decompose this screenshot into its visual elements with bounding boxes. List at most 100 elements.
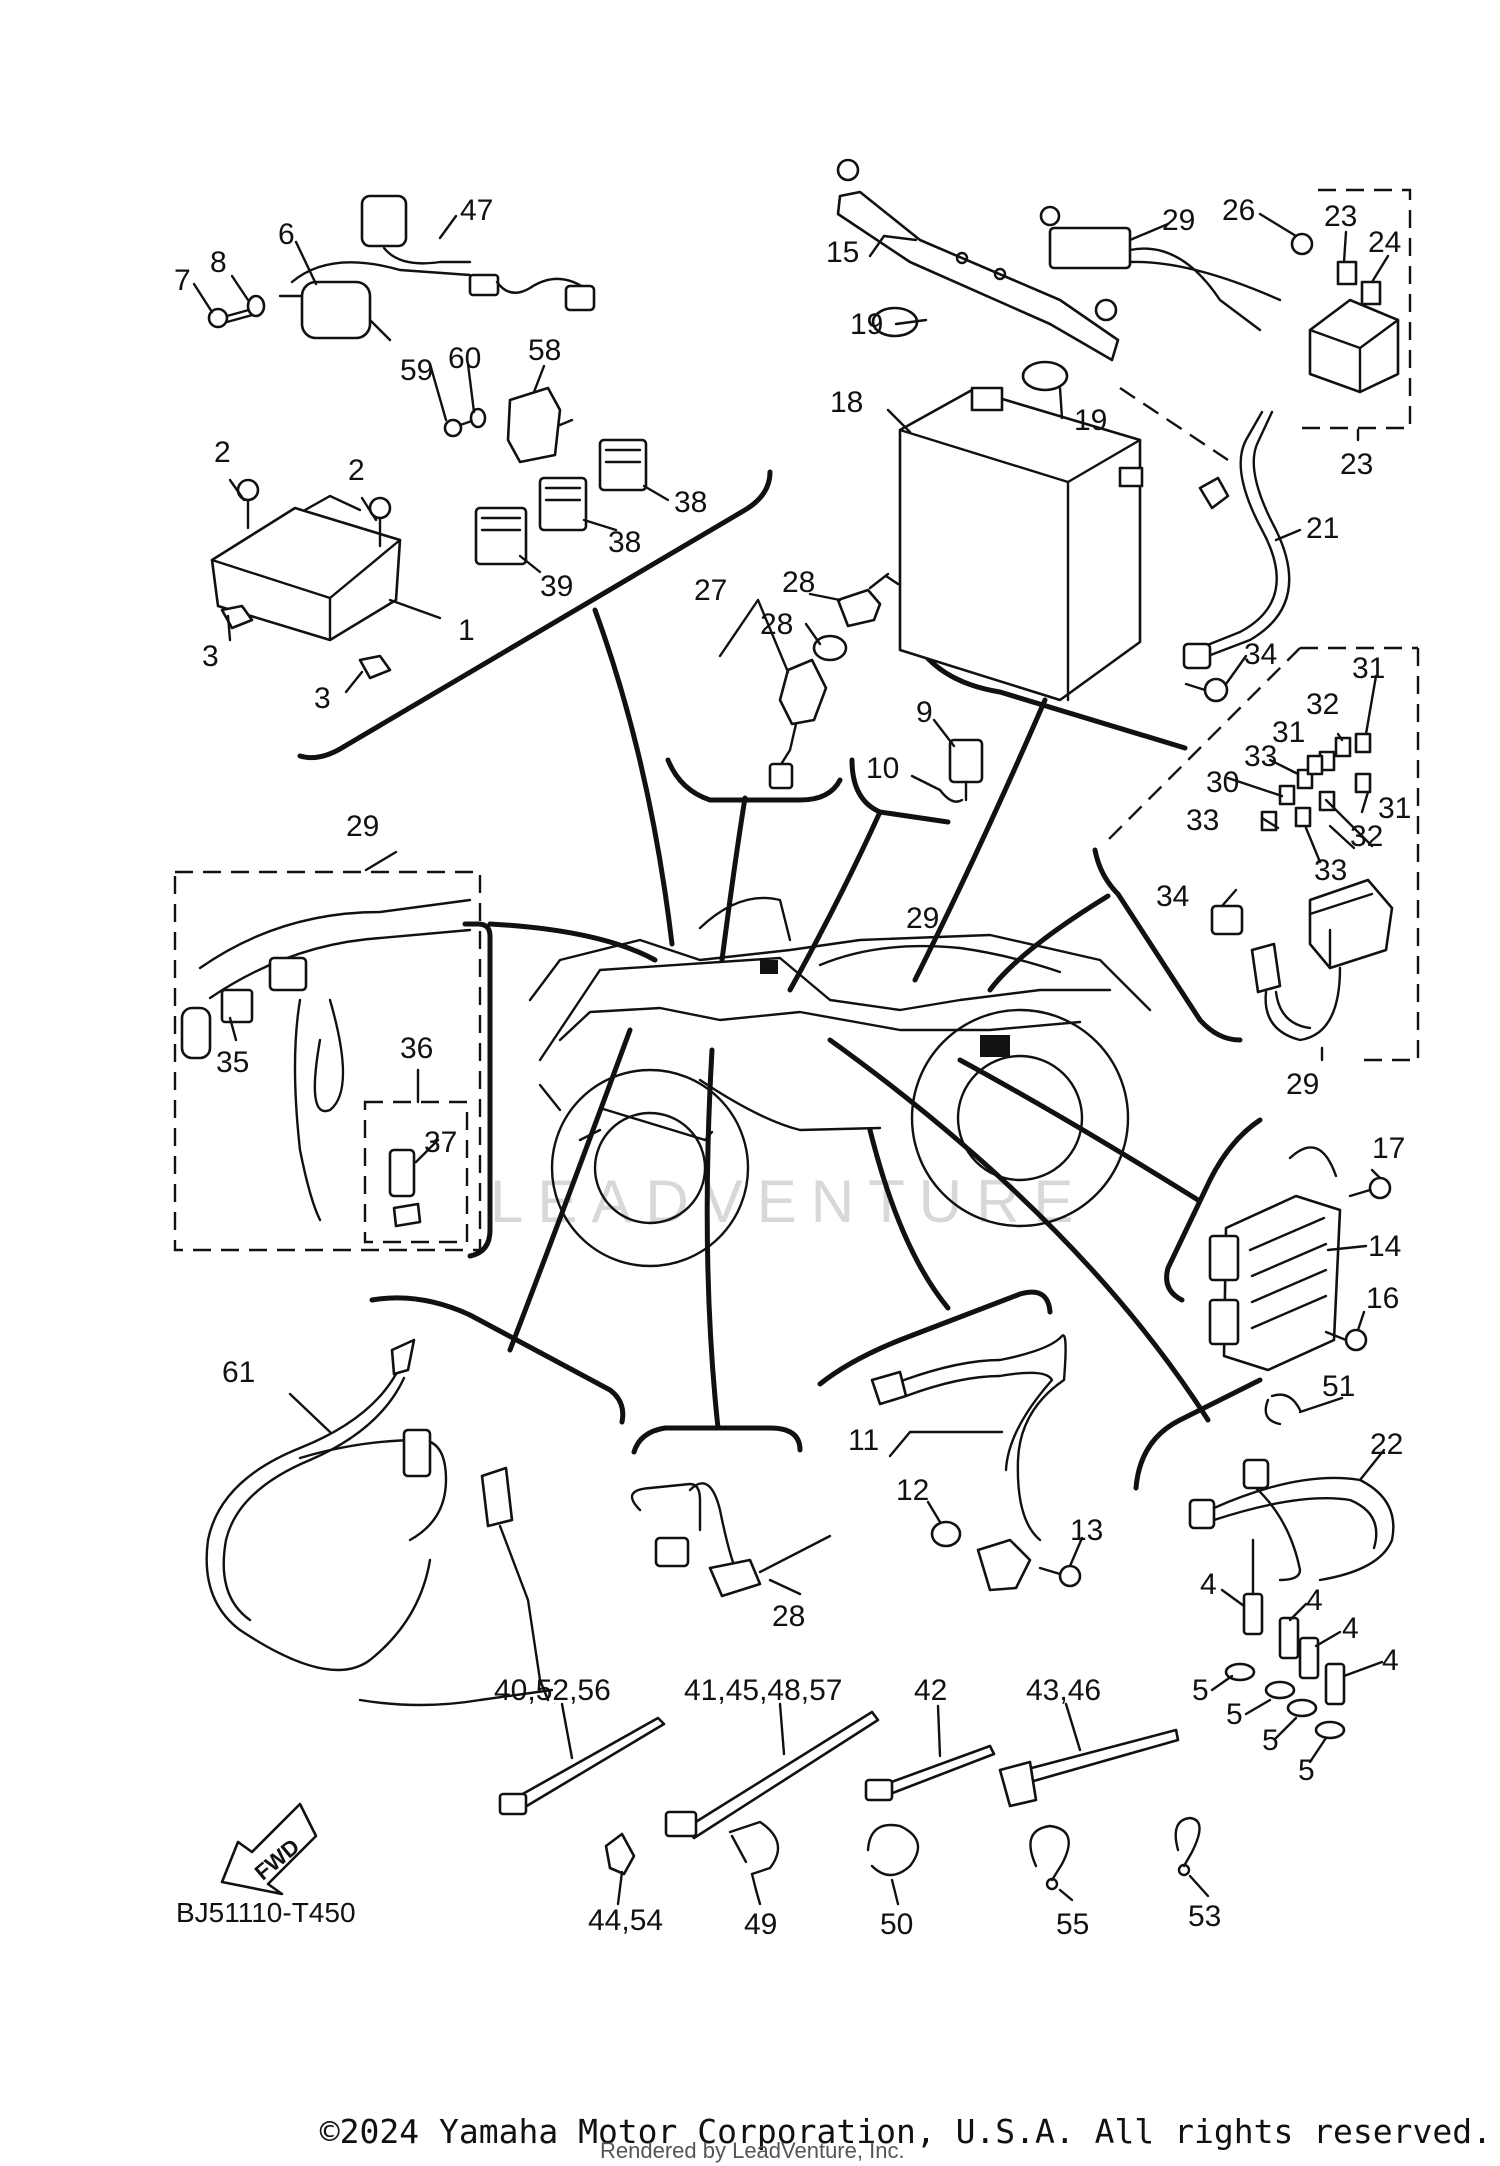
- leader-sensor-28: [704, 1047, 721, 1431]
- callout-25: 27: [694, 574, 727, 607]
- callout-1: 1: [458, 614, 475, 647]
- callout-51: 51: [1322, 1370, 1355, 1403]
- part-29-harness-left: [198, 898, 472, 1222]
- callout-7: 7: [174, 264, 191, 297]
- callout-40-52-56: 40,52,56: [494, 1674, 611, 1707]
- callout-33-c: 33: [1186, 804, 1219, 837]
- callout-5-c: 5: [1262, 1724, 1279, 1757]
- part-51-clamp: [1264, 1393, 1302, 1426]
- callout-59: 59: [400, 354, 433, 387]
- callout-31-bottom: 31: [1378, 792, 1411, 825]
- part-11-lead: [870, 1334, 1067, 1542]
- callout-50: 50: [880, 1908, 913, 1941]
- part-38-relay-lower: [538, 476, 588, 532]
- leader-ecu: [592, 607, 675, 947]
- part-55-clamp: [1029, 1824, 1070, 1891]
- callout-12: 12: [896, 1474, 929, 1507]
- part-4-plug-2: [1278, 1616, 1300, 1660]
- part-1-ecu: [210, 494, 402, 642]
- part-59-bolt: [443, 418, 477, 438]
- part-18-battery-band: [836, 158, 1120, 362]
- callout-33-d: 33: [1314, 854, 1347, 887]
- callout-55: 55: [1056, 1908, 1089, 1941]
- leader-sensor: [787, 809, 883, 993]
- part-29-harness-top: [1039, 205, 1282, 332]
- leader-harness-left: [487, 921, 658, 963]
- leader-rectifier: [957, 1057, 1201, 1203]
- part-4-plug-3: [1298, 1636, 1320, 1680]
- dashed-fuse-diagonal: [1107, 646, 1418, 841]
- callout-32-bottom: 32: [1350, 820, 1383, 853]
- callout-29-fuse: 29: [1286, 1068, 1319, 1101]
- callout-39: 39: [540, 570, 573, 603]
- part-2-bolt-left: [236, 478, 260, 530]
- fwd-arrow-icon: FWD: [220, 1802, 318, 1896]
- atv-vehicle: [528, 896, 1152, 1268]
- part-26-nut: [812, 634, 848, 662]
- callout-29-left: 29: [346, 810, 379, 843]
- callout-37: 37: [424, 1126, 457, 1159]
- callout-58: 58: [528, 334, 561, 367]
- part-49-clamp: [728, 1820, 780, 1892]
- part-23-fuse-right: [1360, 280, 1382, 306]
- part-15-bolt: [1324, 1328, 1368, 1352]
- callout-43-46: 43,46: [1026, 1674, 1101, 1707]
- part-38-relay-upper: [598, 438, 648, 492]
- part-29-fuse-box: [1250, 878, 1394, 1042]
- part-13-bolt: [976, 1538, 1082, 1592]
- part-44-54-clip: [604, 1832, 636, 1876]
- callout-61: 61: [222, 1356, 255, 1389]
- footer: ©2024 Yamaha Motor Corporation, U.S.A. A…: [0, 2108, 1500, 2166]
- group-bracket-fuse: [1092, 847, 1243, 1043]
- part-24-nut: [1290, 232, 1314, 256]
- part-21-harness: [1188, 1458, 1395, 1582]
- part-61-lead: [205, 1338, 554, 1707]
- part-42-cable-tie: [864, 1744, 996, 1802]
- part-10-gasket: [938, 788, 964, 803]
- callout-14: 14: [1368, 1230, 1401, 1263]
- leader-fuse: [987, 893, 1111, 993]
- callout-49: 49: [744, 1908, 777, 1941]
- leader-main-switch: [719, 795, 748, 963]
- part-12-o-ring: [930, 1520, 962, 1548]
- callout-6: 6: [278, 218, 295, 251]
- leader-starter: [827, 1037, 1211, 1423]
- callout-53: 53: [1188, 1900, 1221, 1933]
- callout-13: 13: [1070, 1514, 1103, 1547]
- part-58-relay: [506, 386, 574, 464]
- callout-4-d: 4: [1382, 1644, 1399, 1677]
- callout-4-c: 4: [1342, 1612, 1359, 1645]
- callout-34-fuse: 34: [1156, 880, 1189, 913]
- callout-10: 10: [866, 752, 899, 785]
- callout-21: 22: [1370, 1428, 1403, 1461]
- callout-labels: 47 6 7 8 59 60 58 38 38 39 2 2 1 3 3 15 …: [174, 194, 1411, 1941]
- callout-17: 18: [830, 386, 863, 419]
- callout-33-a: 32: [1306, 688, 1339, 721]
- group-bracket-main-switch: [665, 757, 843, 803]
- group-bracket-harness-front: [369, 1295, 626, 1425]
- part-27-key: [836, 572, 900, 628]
- part-22-starter-relay: [1308, 298, 1400, 394]
- callout-22: 23: [1340, 448, 1373, 481]
- copyright-text: ©2024 Yamaha Motor Corporation, U.S.A. A…: [319, 2112, 1492, 2151]
- callout-2-right: 2: [348, 454, 365, 487]
- callout-11: 11: [848, 1424, 879, 1457]
- callout-47: 47: [460, 194, 493, 227]
- part-14-rectifier: [1208, 1146, 1342, 1372]
- callout-leaders: [192, 212, 1390, 1906]
- callout-60: 60: [448, 342, 481, 375]
- callout-26: 28: [760, 608, 793, 641]
- callout-33-b: 33: [1244, 740, 1277, 773]
- part-39-relay: [474, 506, 528, 566]
- callout-2-left: 2: [214, 436, 231, 469]
- part-8-washer: [246, 294, 266, 318]
- part-5-washer-3: [1286, 1698, 1318, 1718]
- callout-28: 28: [772, 1600, 805, 1633]
- callout-34-top: 34: [1244, 638, 1277, 671]
- watermark: LEADVENTURE: [490, 1168, 1087, 1235]
- callout-24: 26: [1222, 194, 1255, 227]
- group-bracket-ecu: [297, 469, 773, 761]
- callout-5-b: 5: [1226, 1698, 1243, 1731]
- callout-38-upper: 38: [674, 486, 707, 519]
- callout-36: 36: [400, 1032, 433, 1065]
